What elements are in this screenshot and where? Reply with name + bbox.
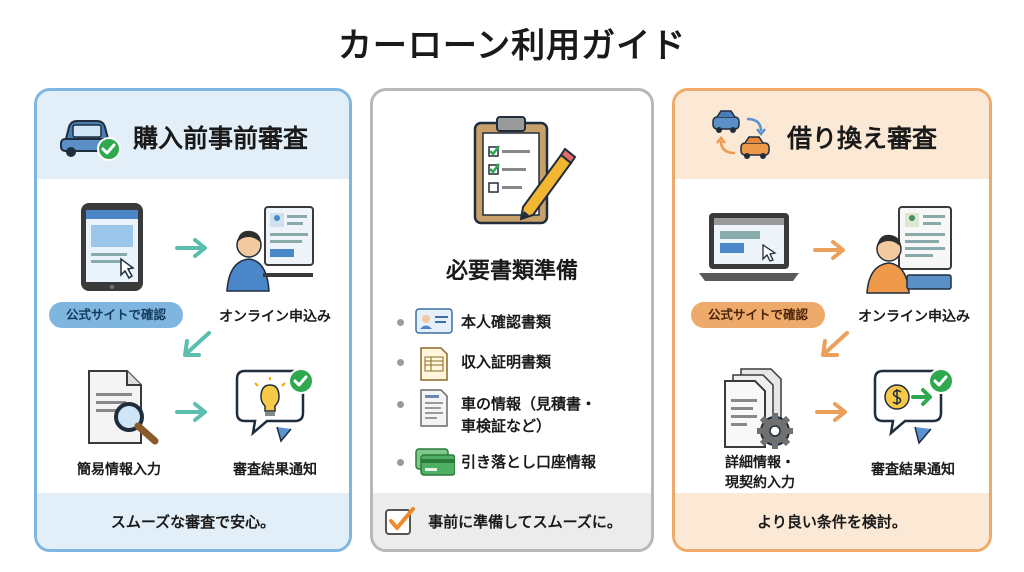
footer-text: より良い条件を検討。 <box>757 513 907 531</box>
arrow-right-icon <box>815 402 847 422</box>
panel-documents: 必要書類準備 本人確認書類 収入証明書類 <box>370 88 654 552</box>
label-result-notice: 審査結果通知 <box>871 462 955 478</box>
list-item: 収入証明書類 <box>393 343 643 383</box>
bullet-icon <box>397 401 404 408</box>
panel-pre-screening: 購入前事前審査 公式サイトで確認 オンライン申込み <box>34 88 352 552</box>
notification-bulb-icon <box>235 368 314 443</box>
list-item: 引き落とし口座情報 <box>393 443 643 483</box>
person-document-icon <box>866 206 952 294</box>
arrow-right-icon <box>175 402 207 422</box>
page-title: カーローン利用ガイド <box>337 26 687 66</box>
checkbox-checked-icon <box>385 507 415 535</box>
bullet-icon <box>397 459 404 466</box>
documents-gear-icon <box>724 368 793 449</box>
panel-footer: スムーズな審査で安心。 <box>37 493 349 549</box>
panel-header: 借り換え審査 <box>675 91 989 179</box>
list-item: 本人確認書類 <box>393 303 643 343</box>
bullet-icon <box>397 359 404 366</box>
doc-item-line: 車検証など） <box>461 417 552 435</box>
laptop-icon <box>699 213 799 281</box>
label-line: 現契約入力 <box>725 475 795 491</box>
panel-footer: 事前に準備してスムーズに。 <box>373 493 651 549</box>
bullet-icon <box>397 319 404 326</box>
panel-title: 必要書類準備 <box>445 259 578 284</box>
list-item: 車の情報（見積書・ 車検証など） <box>393 385 643 445</box>
doc-item-text: 収入証明書類 <box>461 353 552 371</box>
panel-title: 借り換え審査 <box>787 124 938 153</box>
notification-money-icon <box>873 368 954 445</box>
footer-text: スムーズな審査で安心。 <box>110 513 276 531</box>
doc-item-text: 本人確認書類 <box>461 313 552 331</box>
footer-text: 事前に準備してスムーズに。 <box>428 513 622 531</box>
doc-item-line: 車の情報（見積書・ <box>461 395 597 413</box>
label-line: 詳細情報・ <box>725 455 795 471</box>
arrow-down-left-icon <box>183 331 211 357</box>
car-swap-icon <box>712 110 770 159</box>
doc-item-text: 車の情報（見積書・ 車検証など） <box>461 393 596 437</box>
label-simple-input: 簡易情報入力 <box>77 462 161 478</box>
clipboard-pencil-icon <box>473 116 577 225</box>
car-document-icon <box>420 389 448 427</box>
label-online-apply: オンライン申込み <box>219 309 331 325</box>
pill-check-site: 公式サイトで確認 <box>691 302 825 328</box>
panel-title: 購入前事前審査 <box>133 124 309 153</box>
arrow-down-left-icon <box>821 331 849 357</box>
label-online-apply: オンライン申込み <box>858 309 970 325</box>
panel-header: 購入前事前審査 <box>37 91 349 179</box>
car-check-icon <box>60 120 121 161</box>
panel-footer: より良い条件を検討。 <box>675 493 989 549</box>
pill-check-site: 公式サイトで確認 <box>49 302 183 328</box>
tablet-icon <box>81 203 143 291</box>
label-detail-input: 詳細情報・ 現契約入力 <box>685 453 835 493</box>
label-result-notice: 審査結果通知 <box>233 462 317 478</box>
doc-item-text: 引き落とし口座情報 <box>461 453 597 471</box>
income-document-icon <box>420 347 448 381</box>
panel-refinance: 借り換え審査 公式サイトで確認 オンライン申込み <box>672 88 992 552</box>
person-computer-icon <box>226 206 314 292</box>
bank-card-icon <box>415 448 455 476</box>
id-card-icon <box>415 308 453 334</box>
arrow-right-icon <box>175 238 207 258</box>
document-search-icon <box>88 370 159 445</box>
arrow-right-icon <box>813 240 845 260</box>
